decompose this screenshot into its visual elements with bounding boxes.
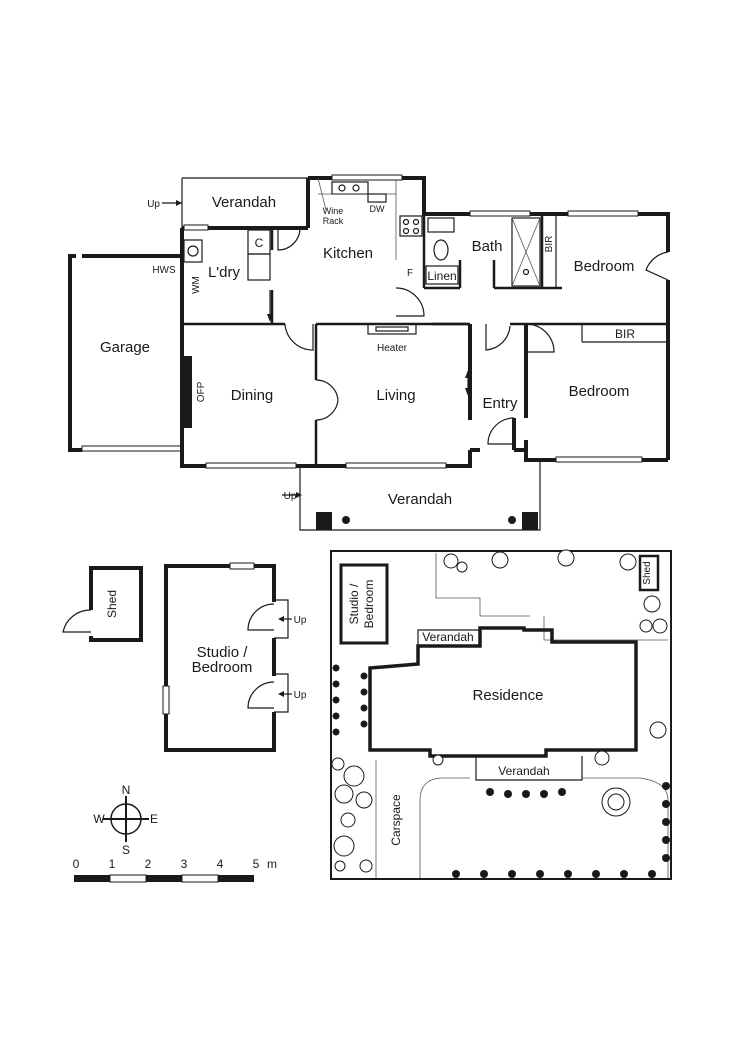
site-carspace-label: Carspace	[389, 794, 403, 846]
compass: N S E W	[93, 783, 158, 857]
up-label-front: Up	[284, 491, 297, 502]
site-bushes	[332, 664, 670, 878]
rear-verandah: Up Verandah	[147, 177, 310, 228]
laundry: C WM HWS L'dry	[152, 229, 271, 294]
compass-e: E	[150, 812, 158, 826]
room-label-bedroom-1: Bedroom	[574, 258, 635, 275]
room-label-kitchen: Kitchen	[323, 245, 373, 262]
scale-tick-2: 2	[145, 857, 152, 871]
interior-walls	[182, 214, 668, 466]
scale-tick-3: 3	[181, 857, 188, 871]
scale-bar: 0 1 2 3 4 5 m	[73, 857, 277, 883]
bir-label-2: BIR	[615, 327, 635, 341]
cupboard-label: C	[255, 236, 264, 250]
site-verandah-rear-label: Verandah	[422, 630, 473, 644]
shed-plan: Shed	[62, 566, 143, 642]
room-label-garage: Garage	[100, 339, 150, 356]
site-verandah-front-label: Verandah	[498, 764, 549, 778]
up-label-studio-2: Up	[294, 690, 307, 701]
fridge-label: F	[407, 268, 413, 279]
scale-tick-5: 5	[253, 857, 260, 871]
site-studio-label-2: Bedroom	[362, 580, 376, 629]
kitchen-fixtures: Wine Rack DW F Kitchen	[317, 177, 423, 279]
shed-label: Shed	[105, 590, 119, 618]
garage: Garage	[68, 254, 184, 466]
studio-label-1: Studio /	[197, 644, 249, 661]
front-verandah: Up Verandah	[282, 460, 541, 531]
dw-label: DW	[370, 204, 385, 214]
up-label-studio-1: Up	[294, 615, 307, 626]
wm-label: WM	[191, 276, 202, 294]
scale-tick-0: 0	[73, 857, 80, 871]
site-shed-label: Shed	[642, 561, 653, 584]
compass-s: S	[122, 843, 130, 857]
room-label-laundry: L'dry	[208, 264, 241, 281]
room-label-verandah-front: Verandah	[388, 491, 452, 508]
main-house-plan: Up Verandah	[68, 174, 670, 531]
bathroom: Linen Bath BIR	[425, 214, 557, 288]
site-studio-label-1: Studio /	[347, 583, 361, 624]
site-plan: Studio / Bedroom Shed Verandah Residence…	[330, 549, 672, 880]
door-swings	[267, 227, 669, 445]
site-residence-label: Residence	[473, 687, 544, 704]
wine-rack-label-2: Rack	[323, 216, 344, 226]
room-label-bedroom-2: Bedroom	[569, 383, 630, 400]
linen-label: Linen	[427, 269, 456, 283]
site-trees	[331, 549, 668, 873]
bir-label-1: BIR	[544, 236, 555, 253]
room-label-bath: Bath	[472, 238, 503, 255]
windows	[81, 174, 643, 469]
wine-rack-label-1: Wine	[323, 206, 344, 216]
compass-n: N	[122, 783, 131, 797]
room-label-living: Living	[376, 387, 415, 404]
heater-label: Heater	[377, 343, 408, 354]
up-label-rear: Up	[147, 199, 160, 210]
compass-w: W	[93, 812, 105, 826]
scale-tick-1: 1	[109, 857, 116, 871]
room-label-dining: Dining	[231, 387, 274, 404]
studio-label-2: Bedroom	[192, 659, 253, 676]
room-label-verandah-rear: Verandah	[212, 194, 276, 211]
ofp-label: OFP	[196, 381, 207, 402]
scale-unit: m	[267, 857, 277, 871]
hws-label: HWS	[152, 265, 176, 276]
scale-tick-4: 4	[217, 857, 224, 871]
studio-plan: Up Up Studio / Bedroom	[162, 562, 307, 752]
room-label-entry: Entry	[482, 395, 518, 412]
